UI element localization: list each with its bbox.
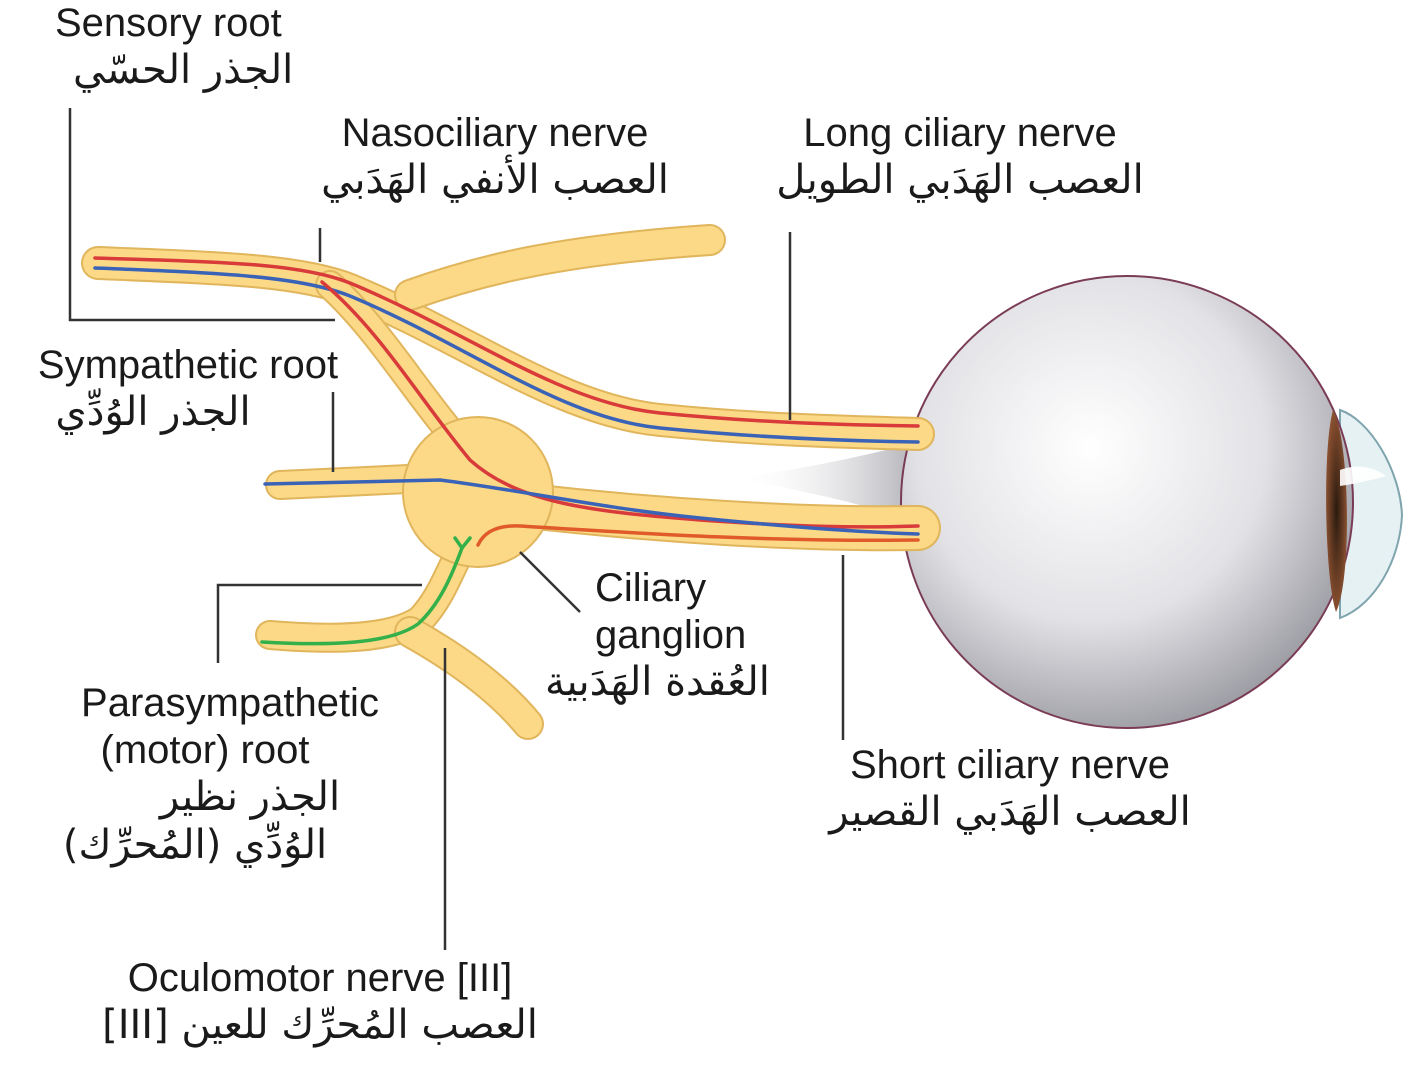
label-sensory-root-ar: الجذر الحسّي xyxy=(55,47,293,94)
label-ganglion-ar: العُقدة الهَدَبية xyxy=(545,659,825,706)
label-ganglion-en1: Ciliary xyxy=(545,565,825,612)
label-parasympathetic-ar2: الوُدِّي (المُحرِّك) xyxy=(40,822,420,869)
label-short-ciliary-en: Short ciliary nerve xyxy=(800,742,1220,789)
label-oculomotor-ar: العصب المُحرِّك للعين [III] xyxy=(80,1002,560,1049)
label-parasympathetic-root: Parasympathetic (motor) root الجذر نظير … xyxy=(40,680,420,869)
label-sensory-root: Sensory root الجذر الحسّي xyxy=(55,0,293,94)
label-nasociliary-nerve: Nasociliary nerve العصب الأنفي الهَدَبي xyxy=(295,110,695,204)
label-short-ciliary-ar: العصب الهَدَبي القصير xyxy=(800,789,1220,836)
label-short-ciliary-nerve: Short ciliary nerve العصب الهَدَبي القصي… xyxy=(800,742,1220,836)
label-long-ciliary-ar: العصب الهَدَبي الطويل xyxy=(745,157,1175,204)
label-long-ciliary-en: Long ciliary nerve xyxy=(745,110,1175,157)
label-long-ciliary-nerve: Long ciliary nerve العصب الهَدَبي الطويل xyxy=(745,110,1175,204)
label-parasympathetic-en2: (motor) root xyxy=(40,727,420,774)
label-ganglion-en2: ganglion xyxy=(545,612,825,659)
label-oculomotor-en: Oculomotor nerve [III] xyxy=(80,955,560,1002)
label-parasympathetic-ar1: الجذر نظير xyxy=(40,774,420,821)
eyeball xyxy=(901,276,1402,728)
label-sympathetic-root: Sympathetic root الجذر الوُدِّي xyxy=(8,342,368,436)
label-nasociliary-ar: العصب الأنفي الهَدَبي xyxy=(295,157,695,204)
label-ciliary-ganglion: Ciliary ganglion العُقدة الهَدَبية xyxy=(545,565,825,707)
label-parasympathetic-en1: Parasympathetic xyxy=(40,680,420,727)
label-sympathetic-en: Sympathetic root xyxy=(8,342,368,389)
label-nasociliary-en: Nasociliary nerve xyxy=(295,110,695,157)
label-sensory-root-en: Sensory root xyxy=(55,0,293,47)
label-sympathetic-ar: الجذر الوُدِّي xyxy=(8,389,368,436)
label-oculomotor-nerve: Oculomotor nerve [III] العصب المُحرِّك ل… xyxy=(80,955,560,1049)
